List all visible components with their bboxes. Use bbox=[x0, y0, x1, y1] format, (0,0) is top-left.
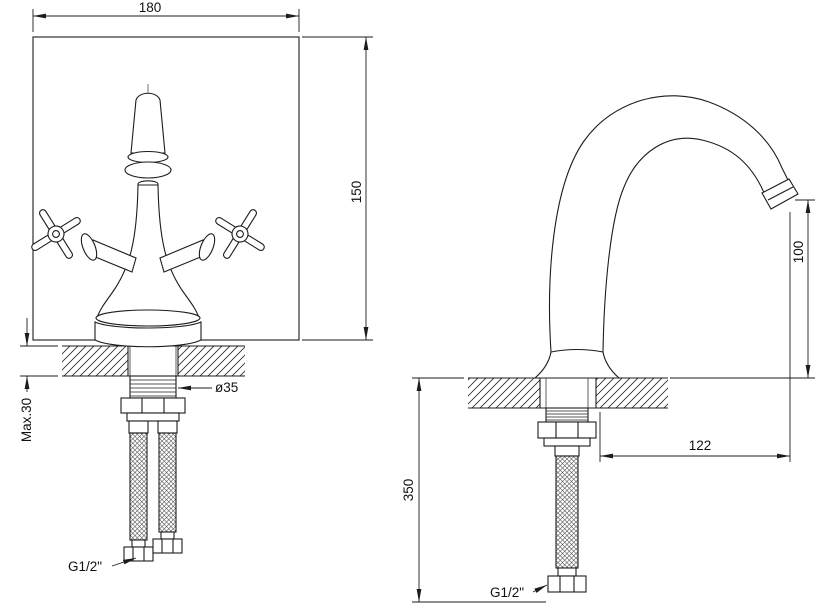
right-handle bbox=[159, 209, 265, 273]
right-hose bbox=[158, 432, 177, 533]
dim-side-hose-thread: G1/2" bbox=[490, 584, 548, 600]
locknut bbox=[537, 421, 597, 439]
dim-spout-height: 100 bbox=[670, 199, 815, 379]
dim-shank-diameter: ø35 bbox=[178, 380, 238, 395]
front-view: 180 150 Max.30 ø35 G1/2" bbox=[19, 0, 373, 574]
left-handle bbox=[31, 209, 137, 273]
dim-overall-width: 180 bbox=[32, 0, 300, 32]
spout-column bbox=[130, 92, 166, 154]
faucet-front-body bbox=[94, 84, 202, 348]
dim-deck-thickness: Max.30 bbox=[19, 318, 58, 442]
left-hose bbox=[129, 432, 148, 541]
dim-spout-height-label: 100 bbox=[791, 241, 806, 264]
cross-handle-icon bbox=[31, 209, 81, 259]
spout-collar bbox=[127, 150, 169, 164]
left-hose-nut bbox=[123, 546, 154, 562]
dim-front-hose-thread-label: G1/2" bbox=[68, 559, 102, 574]
right-hose-nut bbox=[152, 538, 183, 554]
locknut bbox=[120, 397, 186, 414]
deck-section-side bbox=[468, 377, 668, 409]
cross-handle-icon bbox=[215, 209, 265, 259]
supply-hoses bbox=[123, 420, 183, 562]
dim-hose-length: 350 bbox=[401, 377, 546, 603]
dim-hose-length-label: 350 bbox=[401, 479, 416, 502]
hose bbox=[555, 455, 579, 569]
deck-section-front bbox=[62, 345, 245, 377]
spout-base bbox=[533, 348, 621, 379]
dim-side-hose-thread-label: G1/2" bbox=[490, 585, 524, 600]
dim-deck-thickness-label: Max.30 bbox=[19, 398, 34, 442]
supply-hose-side bbox=[547, 445, 587, 593]
dim-overall-height: 150 bbox=[302, 36, 373, 341]
hose-nut bbox=[547, 575, 587, 593]
base-ring bbox=[95, 309, 201, 327]
aerator-ring bbox=[124, 161, 172, 179]
dim-spout-reach: 122 bbox=[599, 212, 791, 462]
spout-side-profile bbox=[533, 95, 799, 379]
dim-overall-height-label: 150 bbox=[349, 181, 364, 204]
spout-curve bbox=[548, 95, 790, 353]
mounting-shank-side bbox=[537, 407, 597, 447]
dim-overall-width-label: 180 bbox=[139, 0, 162, 15]
dim-shank-diameter-label: ø35 bbox=[215, 380, 238, 395]
dim-spout-reach-label: 122 bbox=[689, 438, 712, 453]
mounting-shank-front bbox=[120, 375, 186, 422]
side-view: 100 122 350 G1/2" bbox=[401, 95, 815, 603]
dim-front-hose-thread: G1/2" bbox=[68, 557, 137, 574]
base-skirt bbox=[94, 321, 202, 348]
